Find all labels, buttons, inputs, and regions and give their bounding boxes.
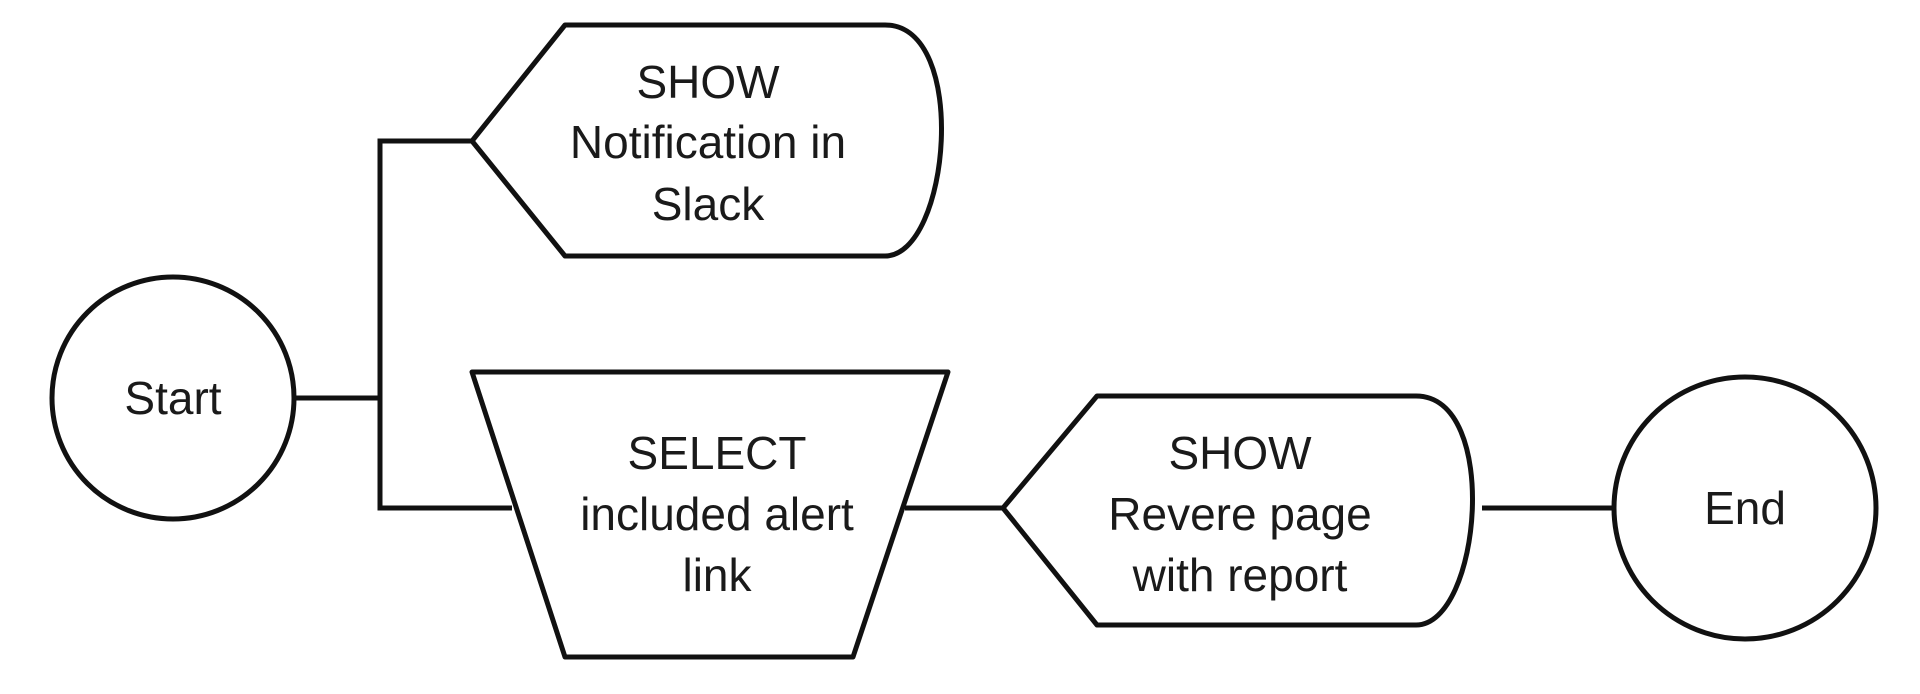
show-revere-line-1: SHOW [1168,427,1312,479]
svg-text:with report: with report [1132,549,1348,601]
svg-text:Start: Start [124,372,221,424]
svg-text:included alert: included alert [580,488,854,540]
end-node: End [1611,374,1879,642]
svg-text:SHOW: SHOW [636,56,780,108]
show-revere-line-2: Revere page [1108,488,1371,540]
svg-text:link: link [682,549,752,601]
svg-text:Revere page: Revere page [1108,488,1371,540]
select-link-line-3: link [682,549,752,601]
show-slack-line-1: SHOW [636,56,780,108]
svg-text:Notification in: Notification in [570,116,846,168]
svg-text:SELECT: SELECT [628,427,807,479]
show-slack-node: SHOW Notification in Slack [469,22,944,259]
select-link-line-2: included alert [580,488,854,540]
edge-branch-to-select-link [377,398,512,511]
svg-text:Slack: Slack [652,178,765,230]
show-revere-node: SHOW Revere page with report [1000,393,1475,628]
show-revere-line-3: with report [1132,549,1348,601]
select-link-node: SELECT included alert link [469,369,951,660]
svg-text:End: End [1704,482,1786,534]
edge-branch-to-show-slack [377,138,472,398]
connectors [294,138,1614,511]
show-slack-line-3: Slack [652,178,765,230]
end-label: End [1704,482,1786,534]
select-link-line-1: SELECT [628,427,807,479]
start-label: Start [124,372,221,424]
start-node: Start [49,274,297,522]
svg-text:SHOW: SHOW [1168,427,1312,479]
show-slack-line-2: Notification in [570,116,846,168]
